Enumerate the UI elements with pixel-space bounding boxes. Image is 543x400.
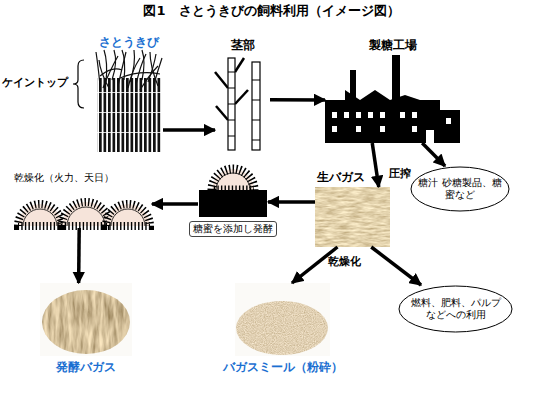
flow-arrow [163, 128, 215, 132]
node-text: 糖汁 砂糖製品、糖蜜など [418, 177, 502, 201]
figure-title: 図1 さとうきびの飼料利用（イメージ図） [0, 3, 543, 19]
node-label: 乾燥化（火力、天日） [14, 171, 114, 185]
product-ellipse: 糖汁 砂糖製品、糖蜜など [410, 166, 510, 212]
part-name: ケイントップ [2, 76, 68, 89]
drying-heaps: 乾燥化（火力、天日） [12, 188, 152, 228]
node-label: 茎部 [231, 38, 255, 52]
fermentation-pile: 糖蜜を添加し発酵 [198, 165, 268, 217]
fermentation-pile-drawing [199, 169, 267, 217]
flow-arrow [152, 202, 198, 206]
raw-bagasse-photo: 生バガス [315, 187, 390, 247]
drying-heaps-drawing [18, 202, 150, 226]
node-label: 製糖工場 [369, 38, 417, 52]
bagasse-meal-photo [235, 283, 330, 356]
cane-top-bracket [73, 60, 84, 108]
flow-arrow [270, 98, 325, 102]
arrow-label: 圧搾 [389, 166, 411, 179]
sugarcane-drawing [96, 50, 162, 152]
node-label: バガスミール（粉砕） [223, 360, 343, 374]
fermented-bagasse-photo: 発酵バガス [40, 283, 132, 356]
factory-drawing [325, 55, 460, 143]
use-ellipse: 燃料、肥料、パルプなどへの利用 [398, 285, 513, 333]
arrow-label: 乾燥化 [328, 255, 361, 268]
flow-arrow [77, 228, 81, 283]
stem-image: 茎部 [215, 55, 270, 150]
stem-drawing [215, 58, 260, 150]
node-label: 糖蜜を添加し発酵 [189, 221, 277, 237]
ellipse-outline-path [411, 167, 509, 211]
fermented-bagasse-photo [40, 283, 132, 356]
flow-arrow [372, 143, 379, 187]
flow-arrow [268, 200, 315, 204]
raw-bagasse-photo [315, 187, 390, 247]
flow-arrow [422, 143, 445, 166]
node-text: 燃料、肥料、パルプなどへの利用 [407, 297, 504, 321]
factory-image: 製糖工場 [325, 55, 460, 143]
flow-arrow [371, 247, 421, 285]
sugarcane-image: さとうきび [95, 52, 163, 152]
node-label: さとうきび [99, 35, 159, 49]
ellipse-outline-path [399, 286, 512, 332]
node-label: 生バガス [317, 170, 365, 184]
bagasse-meal-photo: バガスミール（粉砕） [235, 283, 330, 356]
node-label: 発酵バガス [56, 360, 116, 374]
